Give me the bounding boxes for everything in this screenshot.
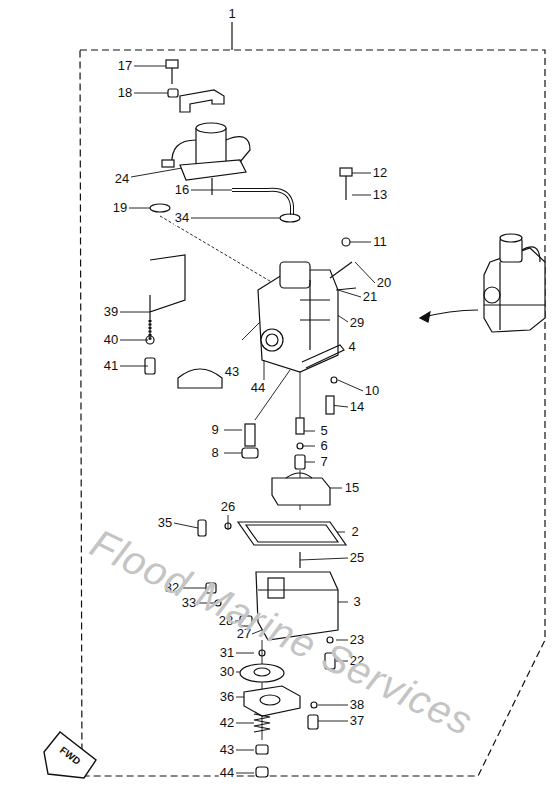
callout-number: 6 — [319, 439, 328, 453]
callout-number: 4 — [347, 340, 356, 354]
callout-number: 17 — [117, 59, 133, 73]
callout-number: 3 — [352, 595, 361, 609]
callout-number: 29 — [349, 316, 365, 330]
callout-number: 1 — [227, 7, 236, 21]
callout-number: 23 — [349, 633, 365, 647]
callout-number: 19 — [112, 201, 128, 215]
callout-number: 16 — [174, 183, 190, 197]
callout-number: 36 — [219, 690, 235, 704]
callout-number: 43 — [224, 365, 240, 379]
callout-number: 8 — [210, 446, 219, 460]
callout-number: 7 — [319, 455, 328, 469]
callout-number: 41 — [103, 359, 119, 373]
callout-number: 27 — [236, 627, 252, 641]
callout-number: 12 — [372, 166, 388, 180]
callout-number: 26 — [220, 500, 236, 514]
callout-number: 13 — [372, 188, 388, 202]
callout-number: 18 — [117, 86, 133, 100]
callout-number: 42 — [219, 716, 235, 730]
callout-number: 20 — [376, 276, 392, 290]
callout-number: 37 — [349, 714, 365, 728]
callout-number: 10 — [364, 384, 380, 398]
callout-number: 39 — [103, 305, 119, 319]
callout-number: 28 — [218, 614, 234, 628]
callout-number: 44 — [250, 381, 266, 395]
callout-number: 33 — [181, 596, 197, 610]
callout-number: 30 — [219, 665, 235, 679]
callout-number: 14 — [349, 400, 365, 414]
callout-number: 11 — [372, 235, 388, 249]
callout-number: 31 — [219, 646, 235, 660]
callout-number: 35 — [157, 516, 173, 530]
callout-number: 44 — [219, 766, 235, 780]
callout-number: 40 — [103, 333, 119, 347]
callout-number: 21 — [362, 290, 378, 304]
callout-number: 5 — [319, 424, 328, 438]
callout-number: 9 — [210, 423, 219, 437]
callout-number: 24 — [114, 172, 130, 186]
callout-number: 2 — [350, 525, 359, 539]
callout-number: 34 — [174, 211, 190, 225]
callout-number: 43 — [219, 743, 235, 757]
callout-number: 38 — [349, 698, 365, 712]
callout-number: 25 — [349, 551, 365, 565]
callout-number: 15 — [344, 481, 360, 495]
